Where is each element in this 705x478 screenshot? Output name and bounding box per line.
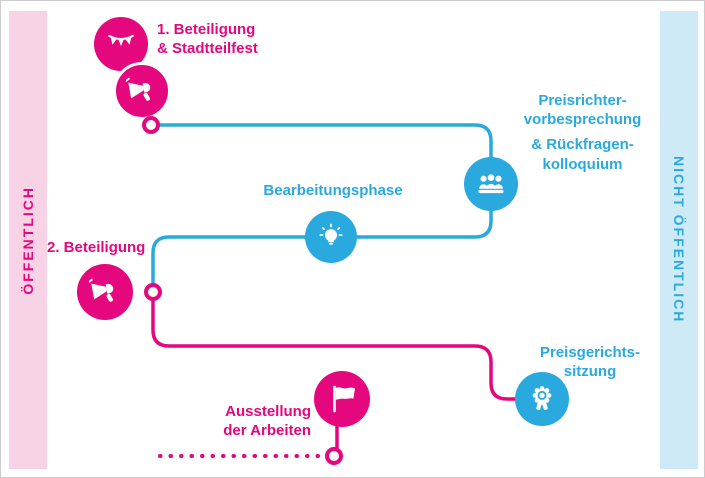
label-preisrichter-line2: vorbesprechung: [523, 111, 642, 129]
label-preisrichter-line3: & Rückfragen-: [531, 136, 634, 154]
milestone-ring-3: [325, 447, 343, 465]
connector-beteiligung1-to-preisrichter: [149, 123, 493, 160]
label-ausstellung-line2: der Arbeiten: [223, 422, 311, 440]
label-beteiligung2-line1: 2. Beteiligung: [47, 239, 146, 256]
megaphone-icon: [126, 77, 151, 101]
public-band: ÖFFENTLICH: [9, 11, 47, 469]
step-circle-preisgericht: [515, 372, 569, 426]
not-public-band: NICHT ÖFFENTLICH: [660, 11, 698, 469]
step-circle-preisrichter: [464, 157, 518, 211]
label-preisrichter: Preisrichter- vorbesprechung & Rückfrage…: [504, 91, 661, 174]
label-beteiligung2: 2. Beteiligung: [47, 238, 177, 257]
milestone-ring-2: [144, 283, 162, 301]
label-preisgericht: Preisgerichts- sitzung: [521, 343, 659, 381]
step-circle-bearbeitungsphase: [305, 211, 357, 263]
connector-beteiligung2-to-preisgericht: [151, 290, 518, 401]
flag-icon: [333, 385, 356, 413]
award-rosette-icon: [532, 386, 552, 410]
label-ausstellung: Ausstellung der Arbeiten: [197, 402, 311, 440]
label-beteiligung1: 1. Beteiligung & Stadtteilfest: [157, 20, 327, 58]
step-circle-beteiligung1: [113, 62, 171, 120]
label-bearbeitungsphase: Bearbeitungsphase: [238, 181, 428, 200]
step-circle-ausstellung: [314, 371, 370, 427]
bunting-icon: [108, 34, 134, 46]
label-beteiligung1-line1: 1. Beteiligung: [157, 21, 256, 38]
step-circle-beteiligung2: [77, 264, 133, 320]
label-preisrichter-line4: kolloquium: [542, 155, 623, 173]
label-preisrichter-line1: Preisrichter-: [538, 92, 627, 109]
label-preisgericht-line1: Preisgerichts-: [539, 344, 641, 361]
not-public-band-label: NICHT ÖFFENTLICH: [671, 156, 687, 324]
jury-icon: [478, 174, 504, 194]
label-ausstellung-line1: Ausstellung: [225, 403, 311, 420]
label-preisgericht-line2: sitzung: [563, 363, 617, 381]
lightbulb-icon: [319, 223, 343, 245]
label-bearbeitungsphase-line1: Bearbeitungsphase: [263, 182, 403, 199]
label-beteiligung1-line2: & Stadtteilfest: [157, 40, 258, 58]
megaphone-icon: [89, 278, 114, 302]
milestone-ring-1: [142, 116, 160, 134]
